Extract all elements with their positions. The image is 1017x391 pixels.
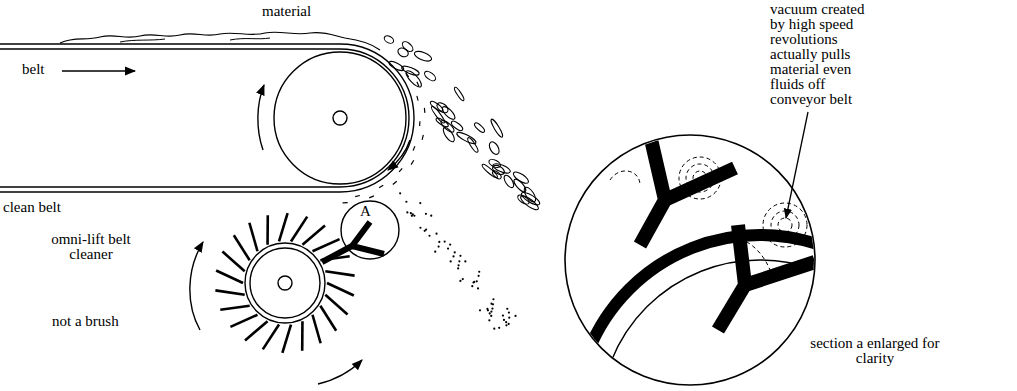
callout-circle: A	[340, 200, 400, 260]
head-pulley	[274, 52, 406, 184]
rotation-arrow	[388, 140, 410, 170]
rotation-arrow	[258, 85, 264, 150]
circle-outline	[341, 201, 399, 259]
section-caption: section a enlarged for clarity	[800, 336, 950, 366]
rotation-arrow	[318, 360, 362, 384]
cleaner-fins	[215, 213, 354, 353]
spray-particles	[399, 192, 517, 330]
falling-material	[383, 34, 541, 212]
enlarged-section	[565, 135, 815, 385]
omni-lift-cleaner	[245, 243, 325, 323]
material-label: material	[262, 4, 311, 19]
rotation-arrow	[190, 242, 203, 330]
callout-note: vacuum created by high speed revolutions…	[770, 2, 882, 107]
note: not a brush	[52, 314, 119, 329]
direction-arrow	[62, 70, 135, 71]
conveyor-belt	[0, 44, 414, 192]
belt-label: clean belt	[3, 200, 61, 215]
section-letter: A	[360, 204, 371, 219]
leader-line	[786, 112, 808, 218]
carryback-stream	[343, 73, 425, 203]
material-layer	[120, 38, 270, 42]
part-name: omni-lift belt cleaner	[50, 232, 132, 262]
belt-label: belt	[22, 62, 45, 77]
material-layer	[60, 32, 380, 50]
y-blade	[322, 222, 384, 262]
